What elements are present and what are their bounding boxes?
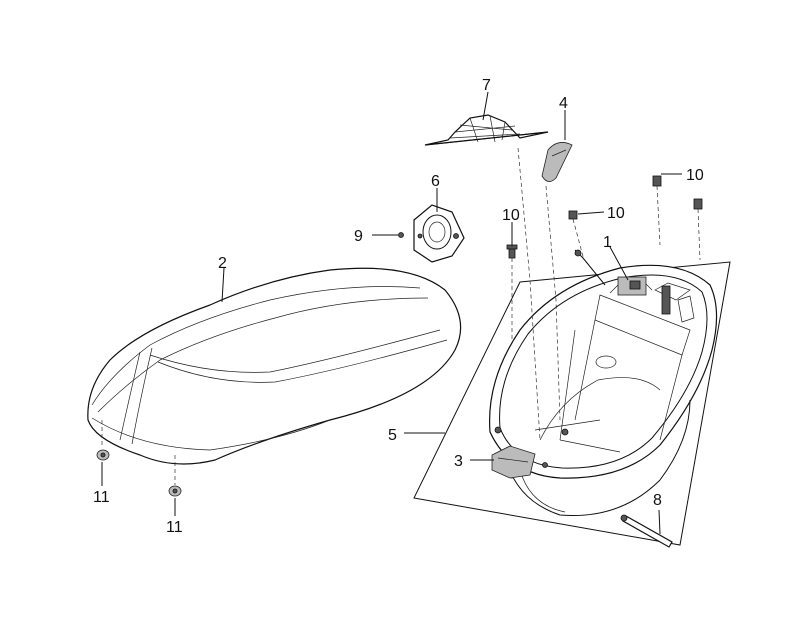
callout-9: 9 — [354, 228, 363, 245]
callout-10-a: 10 — [502, 207, 520, 224]
callout-11-a: 11 — [93, 489, 110, 506]
part-2-seat — [87, 267, 462, 485]
callout-10-b: 10 — [607, 205, 625, 222]
callout-4: 4 — [559, 95, 568, 112]
callout-11-b: 11 — [166, 519, 183, 536]
part-10-screw-d — [693, 198, 703, 261]
part-1-latch — [609, 276, 653, 296]
callout-6: 6 — [431, 173, 440, 190]
part-8-pin — [620, 514, 673, 548]
part-3-buckle — [491, 445, 536, 479]
part-5-storage-box — [413, 147, 731, 546]
part-9-screw — [372, 232, 404, 238]
callout-8: 8 — [653, 492, 662, 509]
part-4-rubber-pad — [541, 142, 573, 182]
part-11-nut-b — [168, 485, 182, 497]
part-11-nut-a — [96, 449, 110, 461]
part-7-cover — [424, 114, 549, 146]
leader-lines — [101, 91, 661, 535]
callout-1: 1 — [603, 234, 612, 251]
part-6-lock-cover — [413, 204, 465, 263]
callout-7: 7 — [482, 77, 491, 94]
callout-5: 5 — [388, 427, 397, 444]
callout-10-c: 10 — [686, 167, 704, 184]
callout-labels: 1 2 3 4 5 6 7 8 9 10 10 10 11 11 — [93, 77, 704, 536]
part-10-screw-b — [568, 210, 605, 261]
callout-3: 3 — [454, 453, 463, 470]
part-10-screw-c — [652, 173, 682, 246]
callout-2: 2 — [218, 255, 227, 272]
